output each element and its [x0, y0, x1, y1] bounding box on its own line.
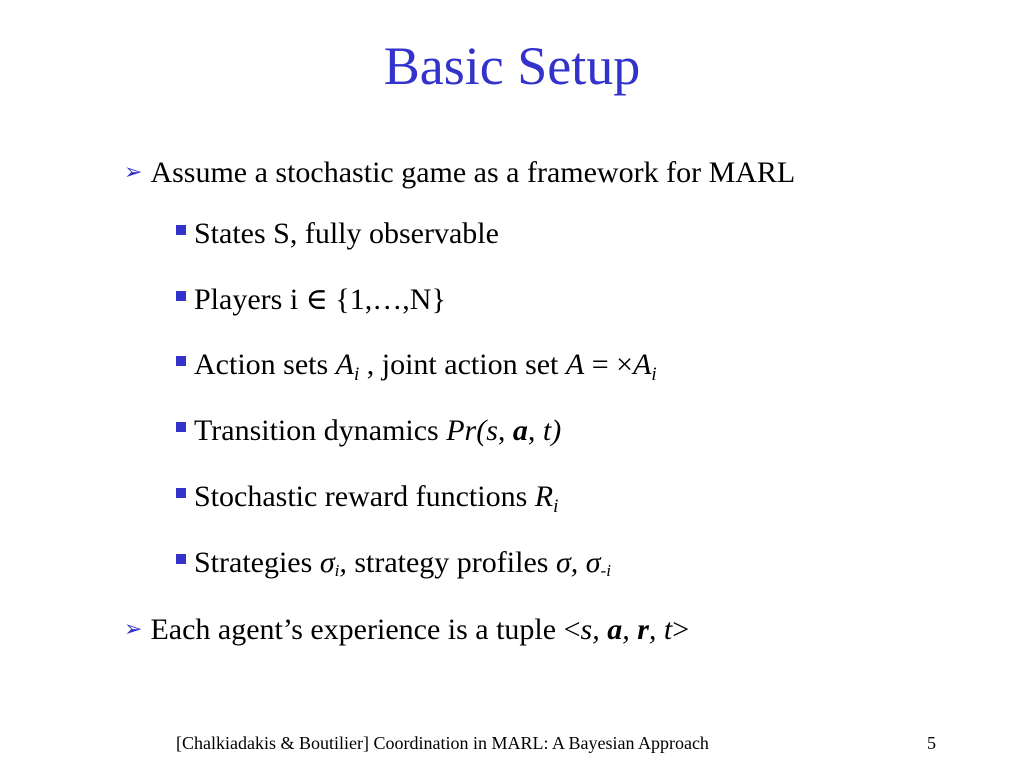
- footer-citation: [Chalkiadakis & Boutilier] Coordination …: [176, 733, 709, 753]
- action-set-symbol: A: [633, 348, 652, 381]
- arrowhead-bullet-icon: ➢: [124, 616, 143, 641]
- slide-title: Basic Setup: [383, 36, 641, 96]
- bullet-experience-tuple: ➢Each agent’s experience is a tuple <s, …: [124, 611, 689, 648]
- subscript-i: i: [353, 364, 360, 385]
- bullet-strategies: Strategies σi, strategy profiles σ, σ-i: [176, 545, 611, 581]
- bullet-text: States S, fully observable: [194, 217, 499, 250]
- square-bullet-icon: [176, 422, 186, 432]
- bullet-text: Stochastic reward functions: [194, 480, 535, 513]
- page-number: 5: [927, 733, 936, 753]
- comma: ,: [648, 613, 664, 646]
- bullet-stochastic-game: ➢ Assume a stochastic game as a framework…: [124, 154, 795, 191]
- action-vector-a: a: [512, 414, 528, 447]
- product-symbol: ×: [616, 348, 634, 381]
- tuple-a: a: [607, 613, 623, 646]
- tuple-close: >: [672, 613, 690, 646]
- arrowhead-bullet-icon: ➢: [124, 159, 143, 184]
- square-bullet-icon: [176, 554, 186, 564]
- comma: ,: [570, 546, 586, 579]
- comma: ,: [339, 546, 347, 579]
- transition-fn-open: Pr(s,: [446, 414, 513, 447]
- subscript-minus-i: -i: [600, 561, 611, 580]
- tuple-t: t: [663, 613, 673, 646]
- bullet-players: Players i ∈ {1,…,N}: [176, 282, 446, 318]
- comma: ,: [622, 613, 638, 646]
- sigma-symbol: σ: [319, 546, 335, 579]
- sigma-symbol: σ: [555, 546, 571, 579]
- bullet-text-mid: , joint action set: [359, 348, 566, 381]
- square-bullet-icon: [176, 225, 186, 235]
- bullet-reward: Stochastic reward functions Ri: [176, 479, 559, 517]
- tuple-r: r: [637, 613, 649, 646]
- bullet-text: Action sets: [194, 348, 336, 381]
- bullet-states: States S, fully observable: [176, 216, 499, 252]
- sigma-symbol: σ: [585, 546, 601, 579]
- player-set: {1,…,N}: [327, 283, 446, 316]
- tuple-open: <: [563, 613, 581, 646]
- square-bullet-icon: [176, 291, 186, 301]
- bullet-text: Strategies: [194, 546, 320, 579]
- action-set-symbol: A: [335, 348, 354, 381]
- element-of-symbol: ∈: [305, 283, 328, 316]
- square-bullet-icon: [176, 356, 186, 366]
- bullet-text-mid: strategy profiles: [346, 546, 556, 579]
- tuple-s: s,: [580, 613, 608, 646]
- bullet-text: Assume a stochastic game as a framework …: [150, 156, 796, 189]
- bullet-transition: Transition dynamics Pr(s, a, t): [176, 413, 561, 449]
- joint-action-symbol: A: [565, 348, 585, 381]
- subscript-i: i: [334, 561, 340, 580]
- transition-fn-close: , t): [527, 414, 562, 447]
- subscript-i: i: [553, 496, 559, 517]
- bullet-text: Players i: [194, 283, 306, 316]
- equals-sign: =: [584, 348, 617, 381]
- bullet-action-sets: Action sets Ai , joint action set A = ×A…: [176, 347, 657, 385]
- bullet-text: Each agent’s experience is a tuple: [150, 613, 564, 646]
- reward-symbol: R: [534, 480, 554, 513]
- subscript-i: i: [651, 364, 657, 385]
- bullet-text: Transition dynamics: [194, 414, 447, 447]
- square-bullet-icon: [176, 488, 186, 498]
